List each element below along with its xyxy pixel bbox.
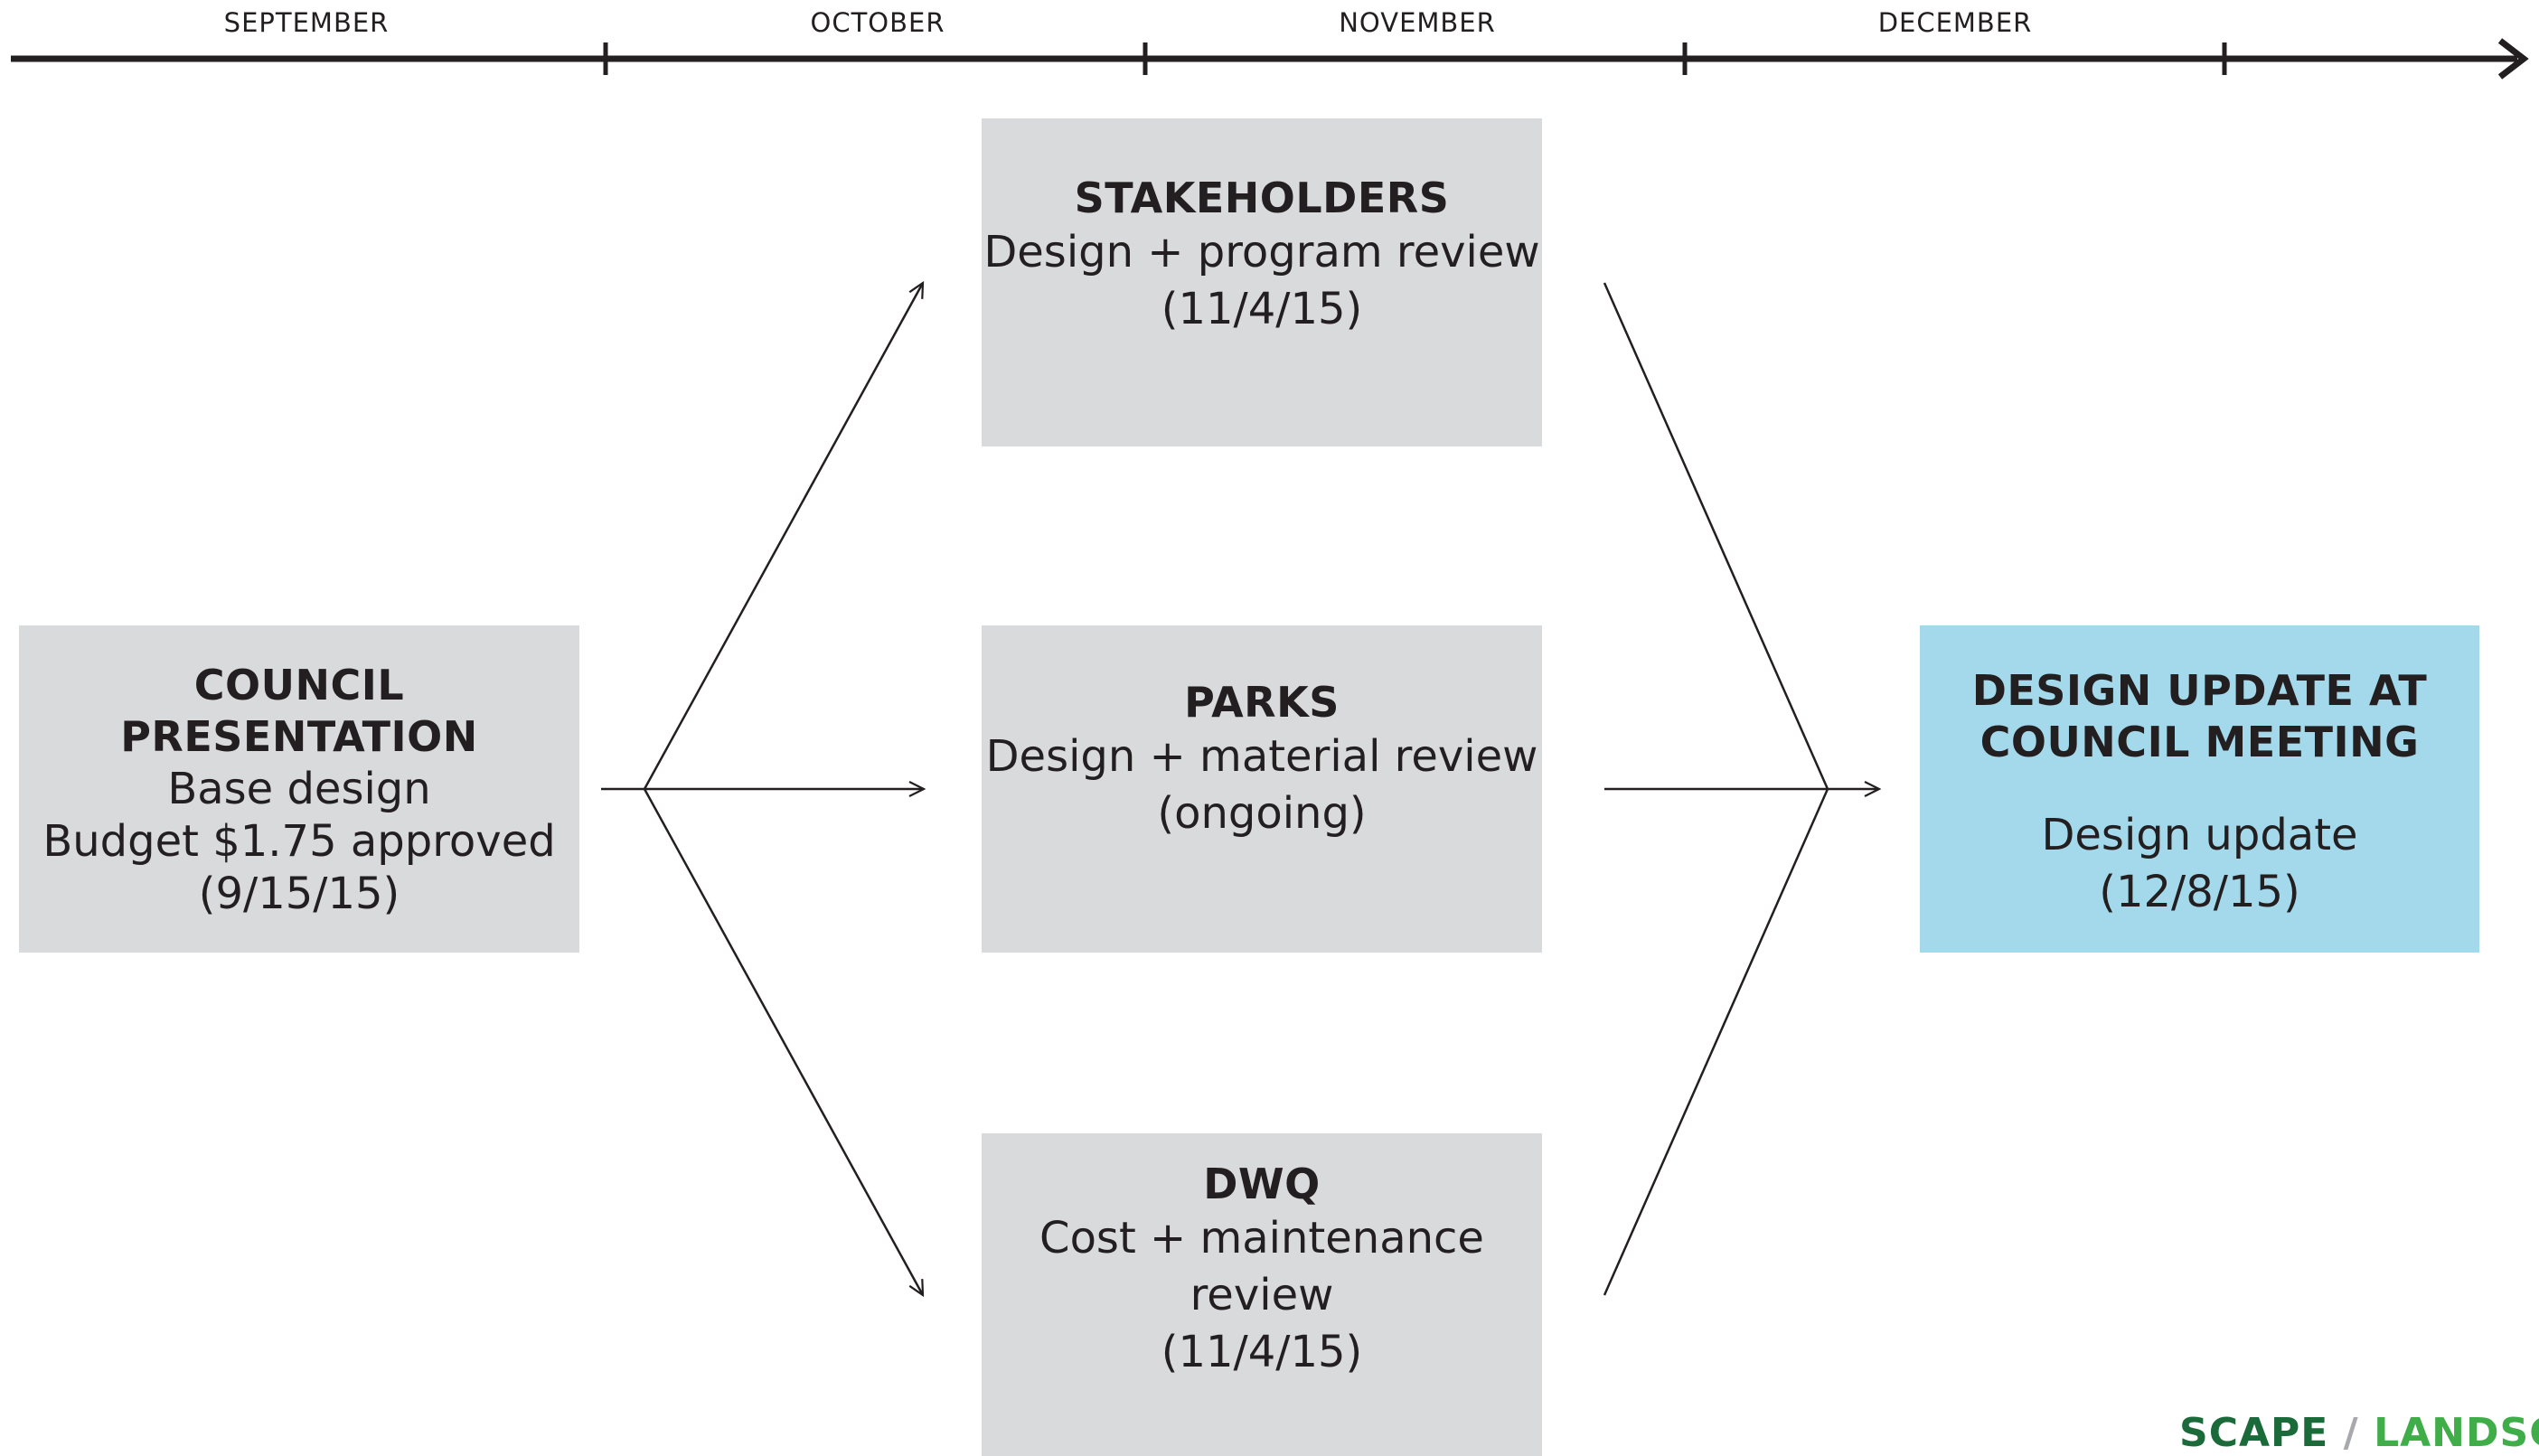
parks-box: PARKS Design + material review (ongoing) bbox=[982, 625, 1542, 953]
stakeholders-date: (11/4/15) bbox=[1161, 284, 1363, 334]
parks-status: (ongoing) bbox=[1157, 788, 1367, 839]
dwq-box: DWQ Cost + maintenance review (11/4/15) bbox=[982, 1133, 1542, 1456]
council-presentation-box: COUNCIL PRESENTATION Base design Budget … bbox=[19, 625, 579, 953]
dwq-date: (11/4/15) bbox=[1161, 1327, 1363, 1377]
logo-separator: / bbox=[2328, 1410, 2374, 1456]
merge-connectors bbox=[1603, 282, 1879, 1296]
connector-from-dwq bbox=[1603, 788, 1829, 1296]
dwq-title: DWQ bbox=[1203, 1160, 1321, 1208]
month-label-december: DECEMBER bbox=[1877, 7, 2033, 38]
arrow-to-stakeholders bbox=[643, 283, 923, 790]
design-update-description: Design update bbox=[2041, 810, 2358, 860]
dwq-description: review bbox=[1190, 1270, 1334, 1320]
branch-connectors bbox=[601, 283, 924, 1295]
stakeholders-box: STAKEHOLDERS Design + program review (11… bbox=[982, 118, 1542, 446]
timeline-arrowhead bbox=[2497, 38, 2529, 80]
month-label-november: NOVEMBER bbox=[1339, 7, 1496, 38]
council-presentation-line: Budget $1.75 approved bbox=[42, 816, 556, 867]
timeline-axis bbox=[11, 38, 2529, 80]
council-presentation-title: COUNCIL PRESENTATION bbox=[120, 661, 478, 761]
logo-part-scape: SCAPE bbox=[2179, 1410, 2329, 1456]
design-update-title: COUNCIL MEETING bbox=[1979, 718, 2420, 766]
month-label-september: SEPTEMBER bbox=[223, 7, 390, 38]
design-update-date: (12/8/15) bbox=[2099, 867, 2300, 917]
design-update-title: DESIGN UPDATE AT bbox=[1971, 666, 2428, 715]
stakeholders-title: STAKEHOLDERS bbox=[1074, 174, 1450, 222]
design-update-box: DESIGN UPDATE AT COUNCIL MEETING Design … bbox=[1920, 625, 2479, 953]
arrow-to-dwq bbox=[643, 788, 923, 1295]
parks-title: PARKS bbox=[1184, 678, 1340, 727]
council-presentation-line: Base design bbox=[167, 764, 431, 814]
scape-landscape-logo: SCAPE / LANDSCAPE bbox=[2179, 1410, 2539, 1456]
month-label-october: OCTOBER bbox=[810, 7, 945, 38]
connector-from-stakeholders bbox=[1603, 282, 1829, 790]
logo-part-landscape: LANDSCAPE bbox=[2374, 1410, 2539, 1456]
council-presentation-date: (9/15/15) bbox=[198, 869, 400, 919]
dwq-description: Cost + maintenance bbox=[1039, 1213, 1484, 1263]
parks-description: Design + material review bbox=[985, 731, 1538, 782]
stakeholders-description: Design + program review bbox=[983, 227, 1540, 277]
